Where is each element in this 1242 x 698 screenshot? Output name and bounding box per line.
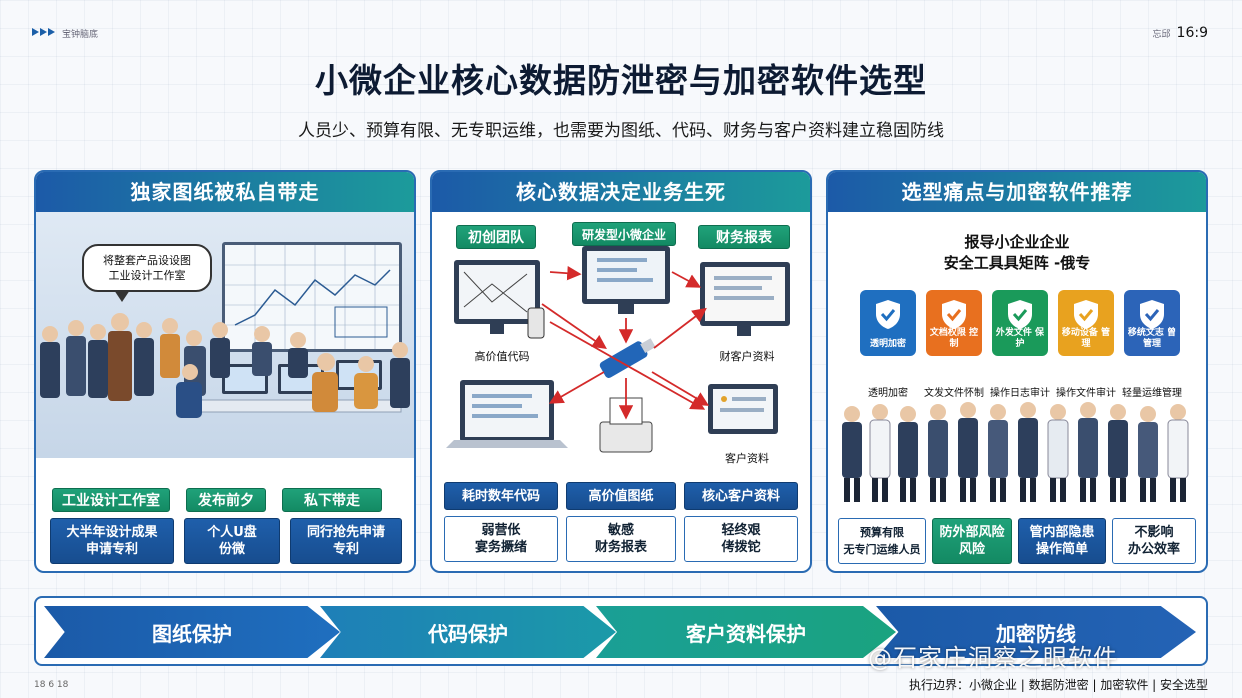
speech-bubble: 将整套产品设设图 工业设计工作室 bbox=[82, 244, 212, 302]
panel-core-data: 核心数据决定业务生死 初创团队 研发型小微企业 财务报表 bbox=[430, 170, 812, 573]
shield-check-icon bbox=[876, 300, 900, 329]
footer-left: 18 6 18 bbox=[34, 680, 69, 690]
label-high-value-code: 高价值代码 bbox=[474, 350, 530, 363]
aspect-ratio: 16:9 bbox=[1176, 25, 1208, 41]
box-design-results: 大半年设计成果申请专利 bbox=[50, 518, 174, 564]
people-illustration bbox=[40, 313, 410, 418]
shield-check-icon bbox=[1008, 300, 1032, 329]
box-white-1: 弱营伥宴务撅绪 bbox=[444, 516, 558, 562]
box-usb-drive: 个人U盘份微 bbox=[184, 518, 280, 564]
tile-label-4: 操作文件审计 bbox=[1056, 388, 1116, 399]
protection-flow: 图纸保护 代码保护 客户资料保护 加密防线 bbox=[34, 596, 1208, 666]
top-left-text: 宝钟脑底 bbox=[62, 30, 99, 40]
label-customer-data-2: 客户资料 bbox=[725, 452, 769, 465]
box-high-value-drawings: 高价值图纸 bbox=[566, 482, 676, 510]
box-white-3: 轻终艰侤拨铊 bbox=[684, 516, 798, 562]
tile-outgoing-file: 外发文件 保护 bbox=[992, 290, 1048, 356]
tag-before-release: 发布前夕 bbox=[186, 488, 266, 512]
panel2-heading: 核心数据决定业务生死 bbox=[432, 172, 810, 212]
tile-system-log: 移统文志 曾管理 bbox=[1124, 290, 1180, 356]
shield-check-icon bbox=[1074, 300, 1098, 329]
tile-mobile-device: 移动设备 管理 bbox=[1058, 290, 1114, 356]
top-right-marker: 忘邱 16:9 bbox=[1153, 25, 1208, 41]
tag-financial-report: 财务报表 bbox=[698, 225, 790, 249]
tag-taken-privately: 私下带走 bbox=[282, 488, 382, 512]
box-competitor-patent: 同行抢先申请专利 bbox=[290, 518, 402, 564]
tile-label-2: 文发文件怀制 bbox=[924, 388, 984, 399]
tile-label-5: 轻量运维管理 bbox=[1122, 388, 1182, 399]
tag-startup-team: 初创团队 bbox=[456, 225, 536, 249]
panel1-heading: 独家图纸被私自带走 bbox=[36, 172, 414, 212]
box-internal-risk: 管内部隐患操作简单 bbox=[1018, 518, 1106, 564]
data-flow-illustration bbox=[446, 246, 790, 453]
tag-rnd-company: 研发型小微企业 bbox=[572, 222, 676, 246]
box-office-efficiency: 不影响办公效率 bbox=[1112, 518, 1196, 564]
business-people-illustration bbox=[842, 402, 1189, 502]
page-subtitle: 人员少、预算有限、无专职运维，也需要为图纸、代码、财务与客户资料建立稳固防线 bbox=[298, 121, 944, 141]
office-scene-illustration: 将整套产品设设图 工业设计工作室 bbox=[36, 212, 414, 458]
watermark: @石家庄洞察之眼软件 bbox=[868, 644, 1118, 672]
box-budget-limited: 预算有限无专门运维人员 bbox=[838, 518, 926, 564]
panel-stolen-drawings: 独家图纸被私自带走 将整套产品设设图 工业设计工作室 bbox=[34, 170, 416, 573]
shield-check-icon bbox=[1140, 300, 1164, 329]
box-core-customer-data: 核心客户资料 bbox=[684, 482, 798, 510]
flow-step-code: 代码保护 bbox=[320, 606, 616, 658]
triangle-icon bbox=[32, 28, 56, 39]
label-customer-data-1: 财客户资料 bbox=[719, 350, 775, 363]
tile-label-3: 操作日志审计 bbox=[990, 388, 1050, 399]
box-white-2: 敏感财务报表 bbox=[566, 516, 676, 562]
tile-label-1: 透明加密 bbox=[868, 388, 908, 399]
flow-step-encryption-line: 加密防线 bbox=[876, 606, 1196, 658]
flow-step-customer-data: 客户资料保护 bbox=[596, 606, 896, 658]
shield-check-icon bbox=[942, 300, 966, 329]
tile-transparent-encryption: 透明加密 bbox=[860, 290, 916, 356]
page-title: 小微企业核心数据防泄密与加密软件选型 bbox=[315, 61, 927, 100]
tag-design-studio: 工业设计工作室 bbox=[52, 488, 170, 512]
top-left-marker: 宝钟脑底 bbox=[32, 27, 98, 40]
box-years-of-code: 耗时数年代码 bbox=[444, 482, 558, 510]
flow-step-drawings: 图纸保护 bbox=[44, 606, 340, 658]
top-right-text: 忘邱 bbox=[1152, 29, 1171, 40]
wall-screen-chart-illustration bbox=[222, 242, 402, 352]
panel3-heading: 选型痛点与加密软件推荐 bbox=[828, 172, 1206, 212]
panel-software-selection: 选型痛点与加密软件推荐 报导小企业企业 安全工具具矩阵 -俄专 透明加密 文档权… bbox=[826, 170, 1208, 573]
box-external-risk: 防外部风险风险 bbox=[932, 518, 1012, 564]
matrix-title: 报导小企业企业 安全工具具矩阵 -俄专 bbox=[943, 233, 1091, 272]
footer-right: 执行边界：小微企业 | 数据防泄密 | 加密软件 | 安全选型 bbox=[908, 678, 1208, 692]
tile-document-permission: 文档权限 控制 bbox=[926, 290, 982, 356]
